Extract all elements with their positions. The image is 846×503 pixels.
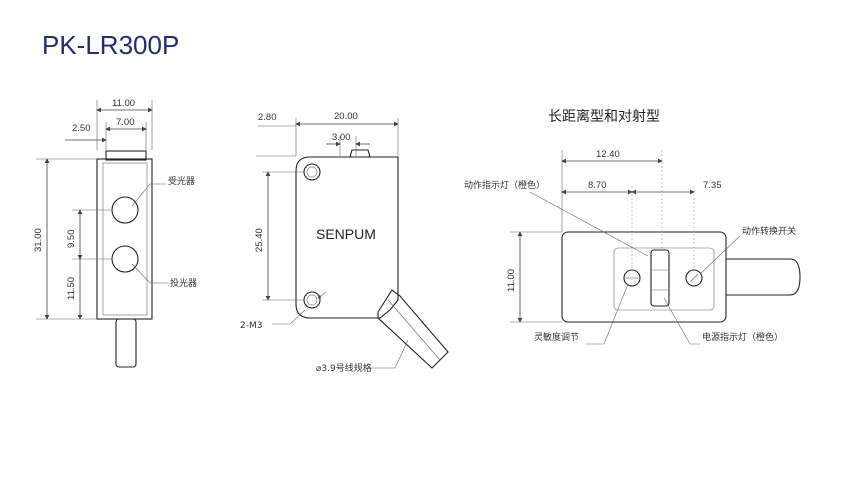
emitter-lens (111, 245, 139, 273)
left-housing (96, 158, 153, 320)
middle-cable (377, 289, 449, 369)
top-mount-hole (303, 163, 321, 181)
section-subtitle: 长距离型和对射型 (548, 108, 660, 125)
right-dim-b: 7.35 (703, 180, 722, 191)
left-dim-height: 31.00 (33, 228, 44, 252)
right-cable (726, 258, 801, 296)
left-dim-bottom: 11.50 (66, 277, 77, 300)
indicator-strip (650, 249, 670, 307)
middle-view: SENPUM 20.00 2.80 3.00 25.40 2-M3 ⌀3.9号线… (240, 111, 449, 374)
middle-dim-top: 3.00 (332, 132, 351, 143)
middle-housing (295, 156, 399, 319)
label-action-light: 动作指示灯（橙色） (464, 179, 545, 191)
left-cable (115, 318, 137, 368)
left-dim-inner: 7.00 (116, 117, 135, 128)
left-inner-frame (102, 162, 148, 316)
label-emitter: 投光器 (170, 277, 197, 289)
label-screw: 2-M3 (240, 321, 262, 331)
page-title: PK-LR300P (42, 30, 180, 60)
brand-label: SENPUM (316, 226, 376, 242)
sensitivity-knob (623, 269, 641, 287)
control-panel (613, 247, 715, 311)
right-view: 长距离型和对射型 12.40 8.70 7.35 11.00 动作指示灯 (464, 108, 801, 345)
left-top-cap (105, 150, 147, 161)
middle-dim-hole-spacing: 25.40 (254, 228, 265, 252)
receiver-lens (111, 196, 139, 224)
label-power-light: 电源指示灯（橙色） (702, 331, 783, 343)
left-view: 11.00 7.00 2.50 31.00 9.50 11.50 受光器 投光器 (33, 98, 197, 368)
left-dim-offset: 2.50 (72, 123, 91, 134)
middle-dim-width: 20.00 (334, 111, 358, 122)
bottom-mount-hole (303, 291, 321, 309)
label-receiver: 受光器 (168, 175, 195, 187)
label-sensitivity: 灵敏度调节 (534, 331, 579, 343)
right-housing (561, 231, 727, 323)
right-dim-height: 11.00 (506, 269, 517, 292)
right-dim-total: 12.40 (596, 149, 620, 160)
right-dim-a: 8.70 (588, 180, 607, 191)
label-cable: ⌀3.9号线规格 (316, 362, 372, 374)
left-dim-spacing: 9.50 (66, 230, 77, 249)
middle-dim-left: 2.80 (258, 112, 277, 123)
left-dim-width: 11.00 (112, 98, 135, 109)
label-action-switch: 动作转换开关 (742, 225, 796, 237)
action-switch-knob (685, 269, 703, 287)
